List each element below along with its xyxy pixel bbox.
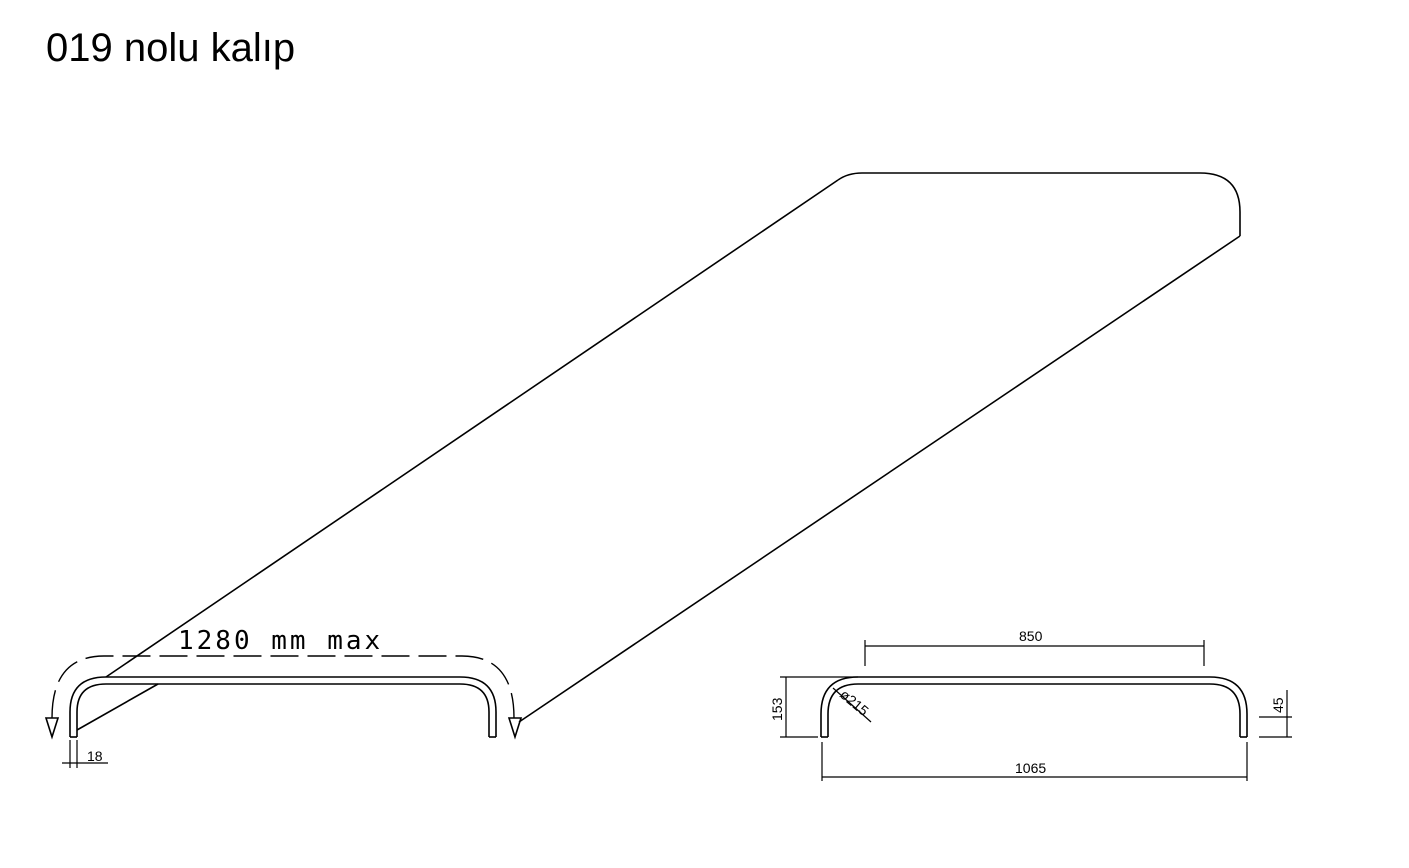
- leg-label: 45: [1270, 697, 1286, 713]
- arrow-down-icon: [44, 717, 60, 740]
- drawing-title: 019 nolu kalıp: [46, 26, 296, 70]
- iso-front-profile-outer: [69, 676, 497, 737]
- thickness-label: 18: [87, 748, 103, 764]
- section-inner-curve: [827, 683, 1241, 737]
- height-label: 153: [769, 697, 785, 721]
- iso-front-profile-inner: [76, 683, 490, 737]
- outer-width-label: 1065: [1015, 760, 1046, 776]
- iso-top-edge: [105, 179, 839, 678]
- inner-width-label: 850: [1019, 628, 1043, 644]
- iso-length-dimension-arc: [51, 655, 515, 719]
- section-outer-curve: [820, 676, 1248, 737]
- iso-back-edge: [837, 172, 1241, 236]
- radius-label: ø215: [837, 686, 872, 719]
- iso-right-edge: [518, 235, 1241, 723]
- arrow-down-icon: [507, 717, 523, 740]
- iso-panel: 1280 mm max 18: [44, 172, 1241, 768]
- iso-left-hidden-edge: [76, 683, 159, 731]
- length-label: 1280 mm max: [178, 626, 383, 656]
- section-profile: 850 1065 153 ø215 45: [769, 628, 1292, 781]
- radius-leader: [832, 687, 872, 723]
